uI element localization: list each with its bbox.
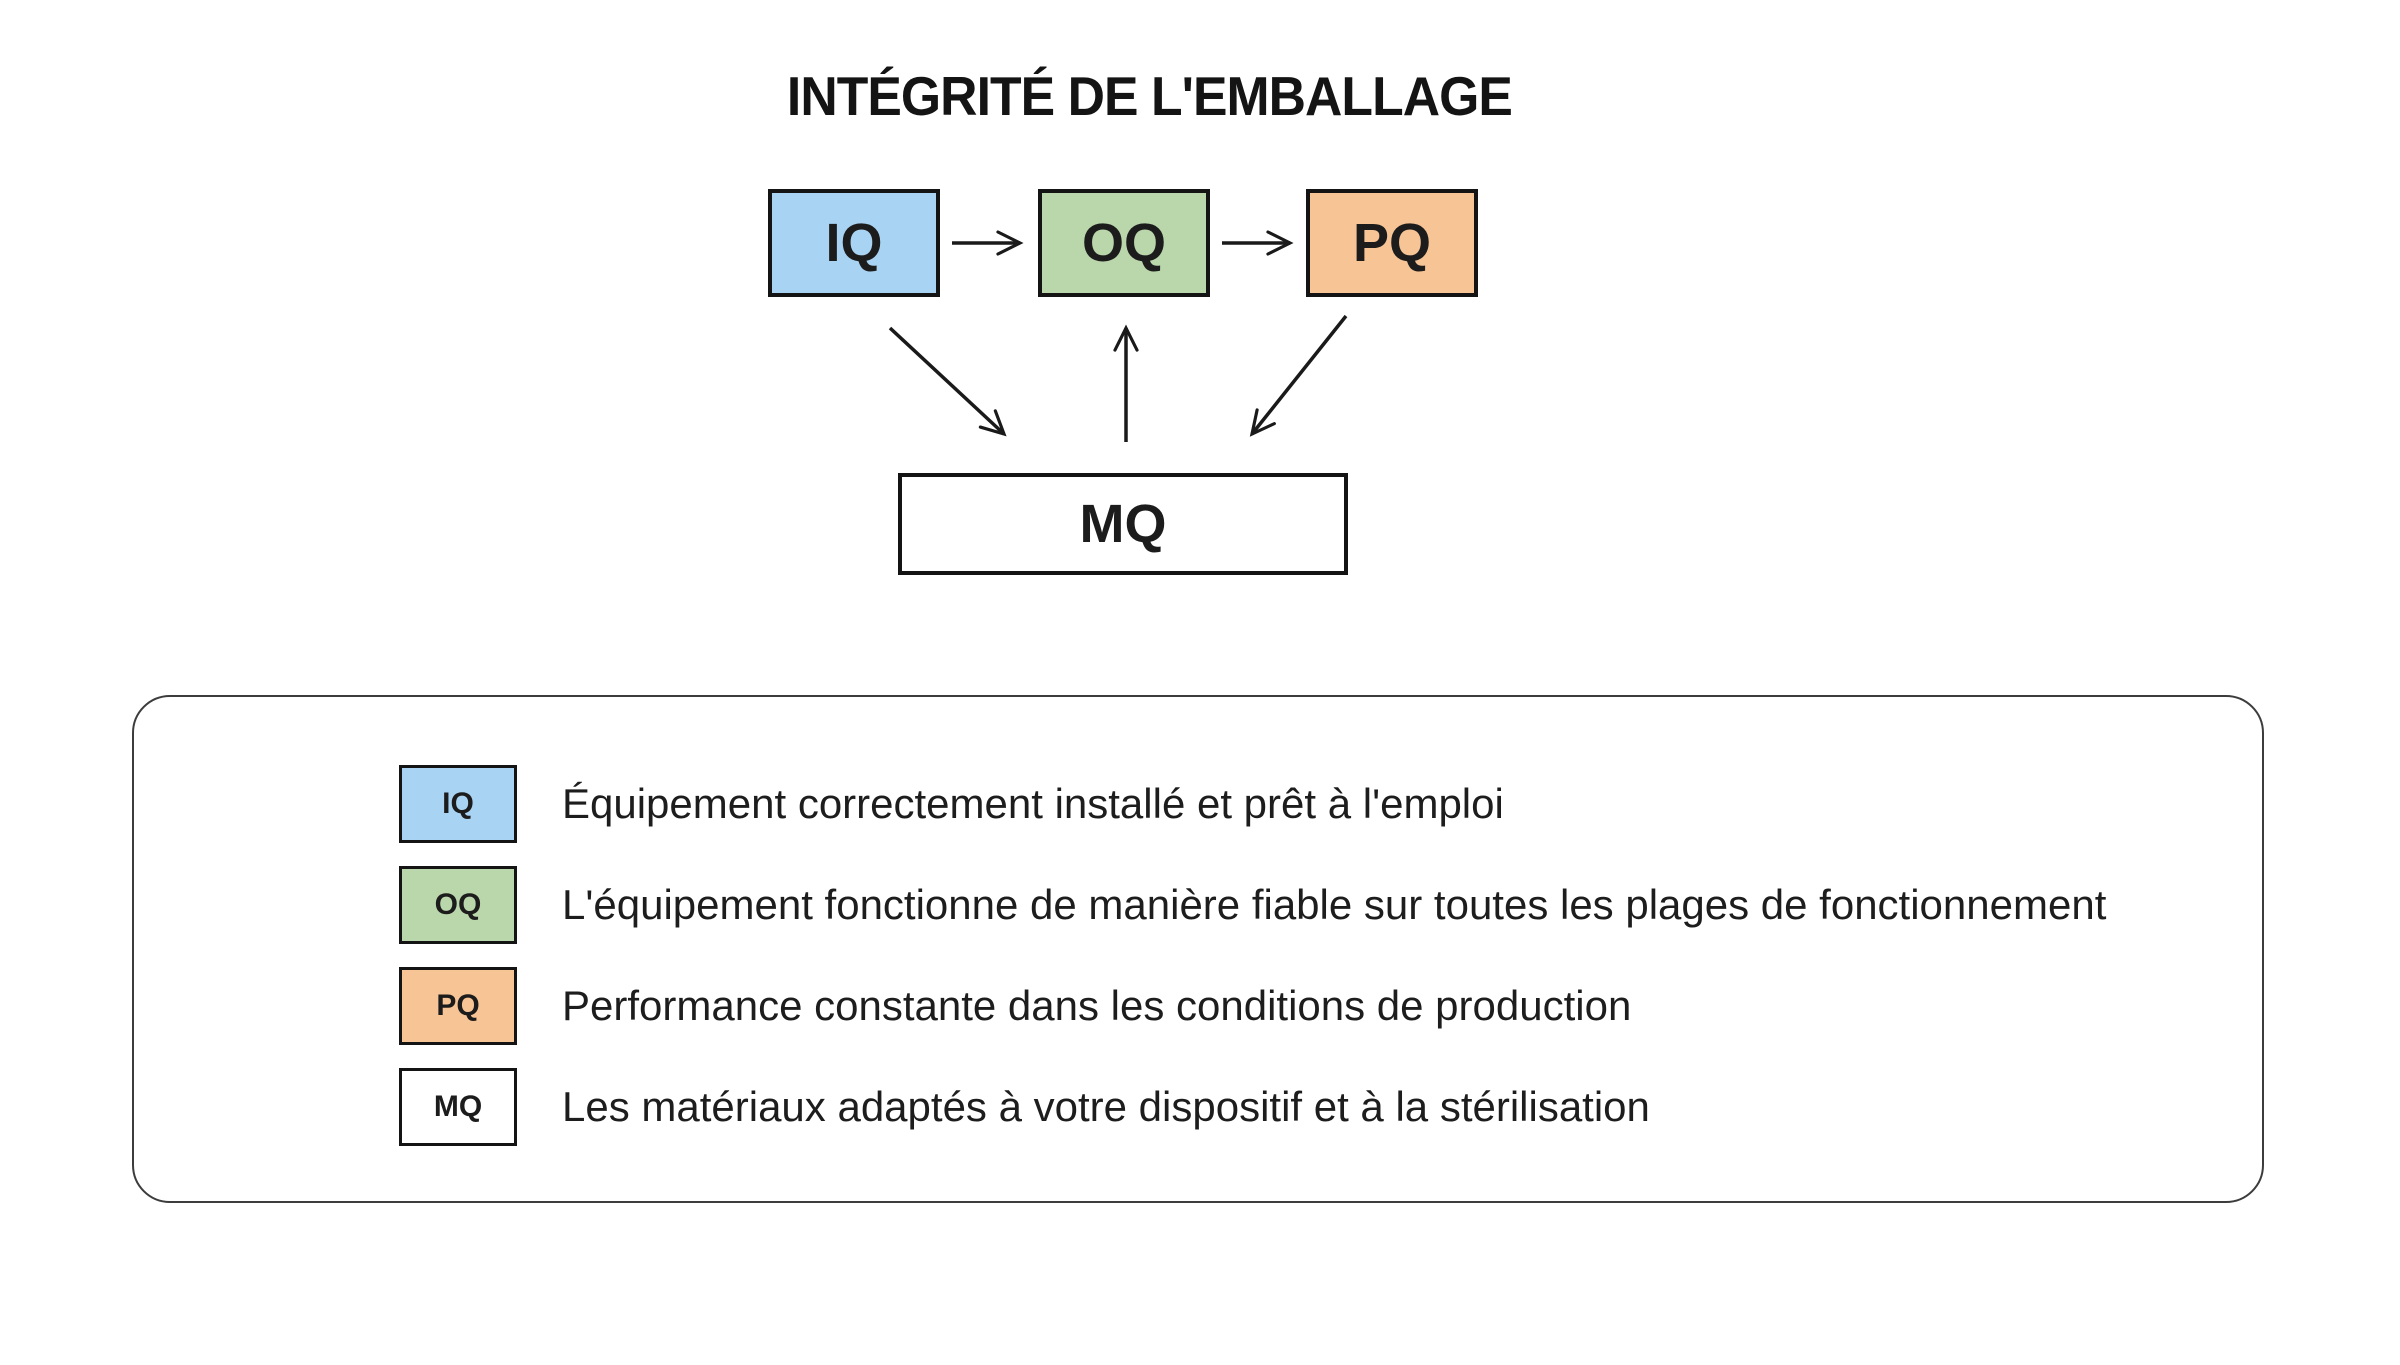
legend-row-mq: MQ Les matériaux adaptés à votre disposi… (399, 1068, 2262, 1146)
legend-badge-oq-label: OQ (434, 888, 482, 921)
legend-text-oq: L'équipement fonctionne de manière fiabl… (562, 881, 2107, 928)
legend-text-pq: Performance constante dans les condition… (562, 982, 1632, 1029)
legend-badge-oq: OQ (399, 866, 517, 944)
legend-badge-pq-label: PQ (436, 989, 480, 1022)
legend-badge-mq: MQ (399, 1068, 517, 1146)
node-mq: MQ (898, 473, 1348, 575)
legend-badge-pq: PQ (399, 967, 517, 1045)
legend-row-oq: OQ L'équipement fonctionne de manière fi… (399, 866, 2262, 944)
legend-badge-iq: IQ (399, 765, 517, 843)
legend-badge-iq-label: IQ (442, 787, 474, 820)
legend-panel: IQ Équipement correctement installé et p… (132, 695, 2264, 1203)
node-pq: PQ (1306, 189, 1478, 297)
legend-text-iq: Équipement correctement installé et prêt… (562, 780, 1504, 827)
node-iq: IQ (768, 189, 940, 297)
arrow-iq-to-mq (888, 326, 1007, 437)
page-title: INTÉGRITÉ DE L'EMBALLAGE (786, 65, 1513, 127)
legend-row-iq: IQ Équipement correctement installé et p… (399, 765, 2262, 843)
node-oq: OQ (1038, 189, 1210, 297)
node-pq-label: PQ (1352, 213, 1432, 273)
node-oq-label: OQ (1081, 213, 1166, 273)
legend-text-mq: Les matériaux adaptés à votre dispositif… (562, 1083, 1650, 1130)
node-iq-label: IQ (825, 213, 883, 273)
arrow-pq-to-mq (1249, 314, 1348, 437)
node-mq-label: MQ (1079, 494, 1167, 554)
legend-badge-mq-label: MQ (433, 1090, 483, 1123)
legend-row-pq: PQ Performance constante dans les condit… (399, 967, 2262, 1045)
